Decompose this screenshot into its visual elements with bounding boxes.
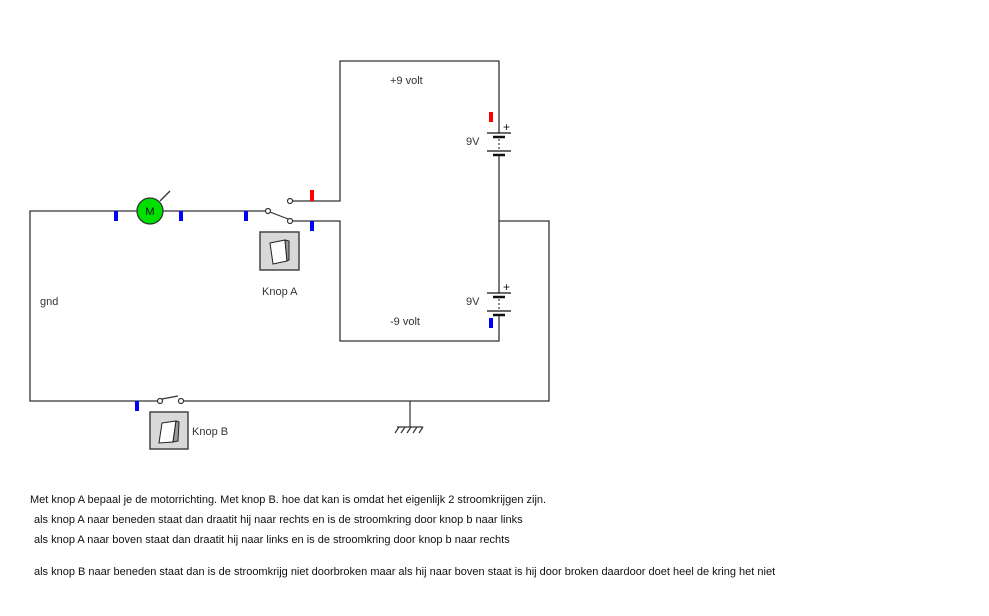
battery-top-label: 9V bbox=[466, 136, 480, 148]
battery-bottom-label: 9V bbox=[466, 296, 480, 308]
plus-volt-label: +9 volt bbox=[390, 75, 423, 87]
motor[interactable]: M bbox=[136, 197, 164, 225]
motor-label: M bbox=[145, 206, 154, 218]
polarity-markers bbox=[114, 112, 493, 411]
knop-a-button[interactable] bbox=[259, 231, 300, 271]
ground-icon bbox=[394, 401, 424, 434]
minus-volt-label: -9 volt bbox=[390, 316, 420, 328]
negative-marker bbox=[179, 211, 183, 221]
positive-marker bbox=[310, 190, 314, 201]
wires bbox=[29, 60, 550, 402]
negative-marker bbox=[310, 221, 314, 231]
battery-bottom bbox=[487, 292, 511, 317]
battery-bottom-plus: + bbox=[503, 280, 510, 294]
knop-b-button[interactable] bbox=[149, 411, 189, 450]
negative-marker bbox=[135, 401, 139, 411]
battery-top bbox=[487, 132, 511, 157]
switch-a[interactable] bbox=[264, 197, 294, 225]
switch-b[interactable] bbox=[156, 395, 185, 405]
positive-marker bbox=[489, 112, 493, 122]
note-line: als knop A naar beneden staat dan draati… bbox=[34, 514, 523, 526]
knop-b-label: Knop B bbox=[192, 426, 228, 438]
gnd-label: gnd bbox=[40, 296, 58, 308]
knop-a-label: Knop A bbox=[262, 286, 298, 298]
negative-marker bbox=[244, 211, 248, 221]
note-line: als knop B naar beneden staat dan is de … bbox=[34, 566, 776, 578]
negative-marker bbox=[114, 211, 118, 221]
note-line: Met knop A bepaal je de motorrichting. M… bbox=[30, 494, 547, 506]
note-line: als knop A naar boven staat dan draatit … bbox=[34, 534, 510, 546]
negative-marker bbox=[489, 318, 493, 328]
battery-top-plus: + bbox=[503, 120, 510, 134]
